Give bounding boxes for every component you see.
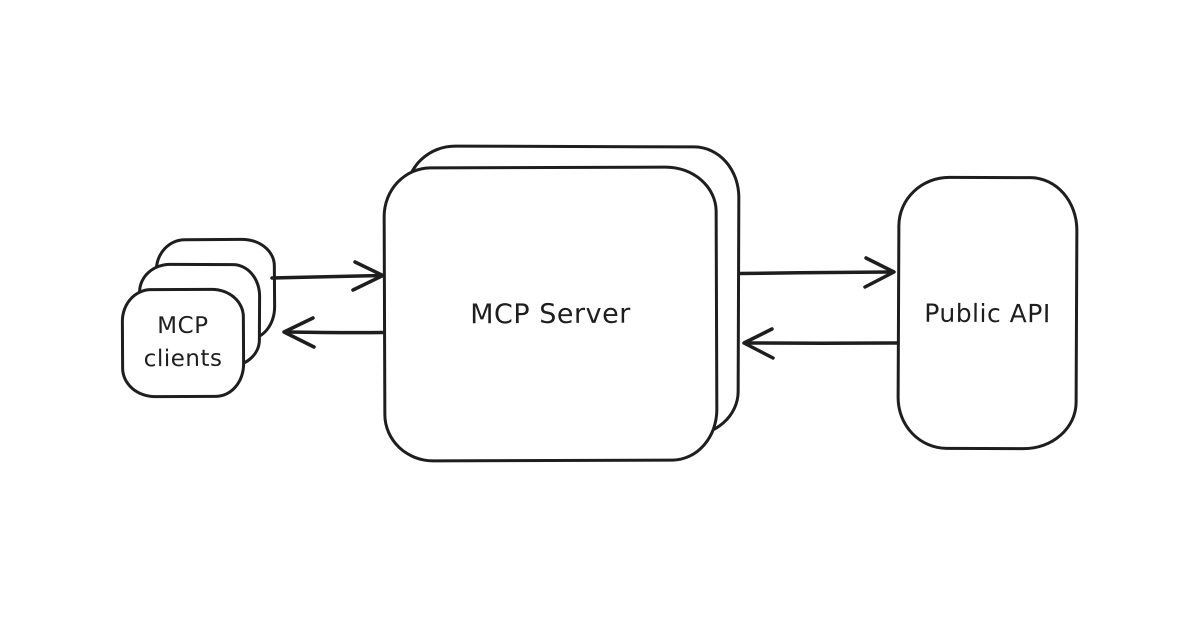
mcp-server-label: MCP Server [470,298,631,330]
public-api-node: Public API [896,175,1079,451]
arrow-api-to-server [742,327,900,360]
mcp-clients-label: MCP clients [143,312,223,373]
mcp-clients-node: MCP clients [120,287,246,399]
arrow-server-to-api [738,256,896,289]
arrow-server-to-clients [282,316,386,349]
public-api-label: Public API [924,298,1051,328]
arrow-clients-to-server [270,260,385,292]
mcp-server-node: MCP Server [382,165,719,463]
